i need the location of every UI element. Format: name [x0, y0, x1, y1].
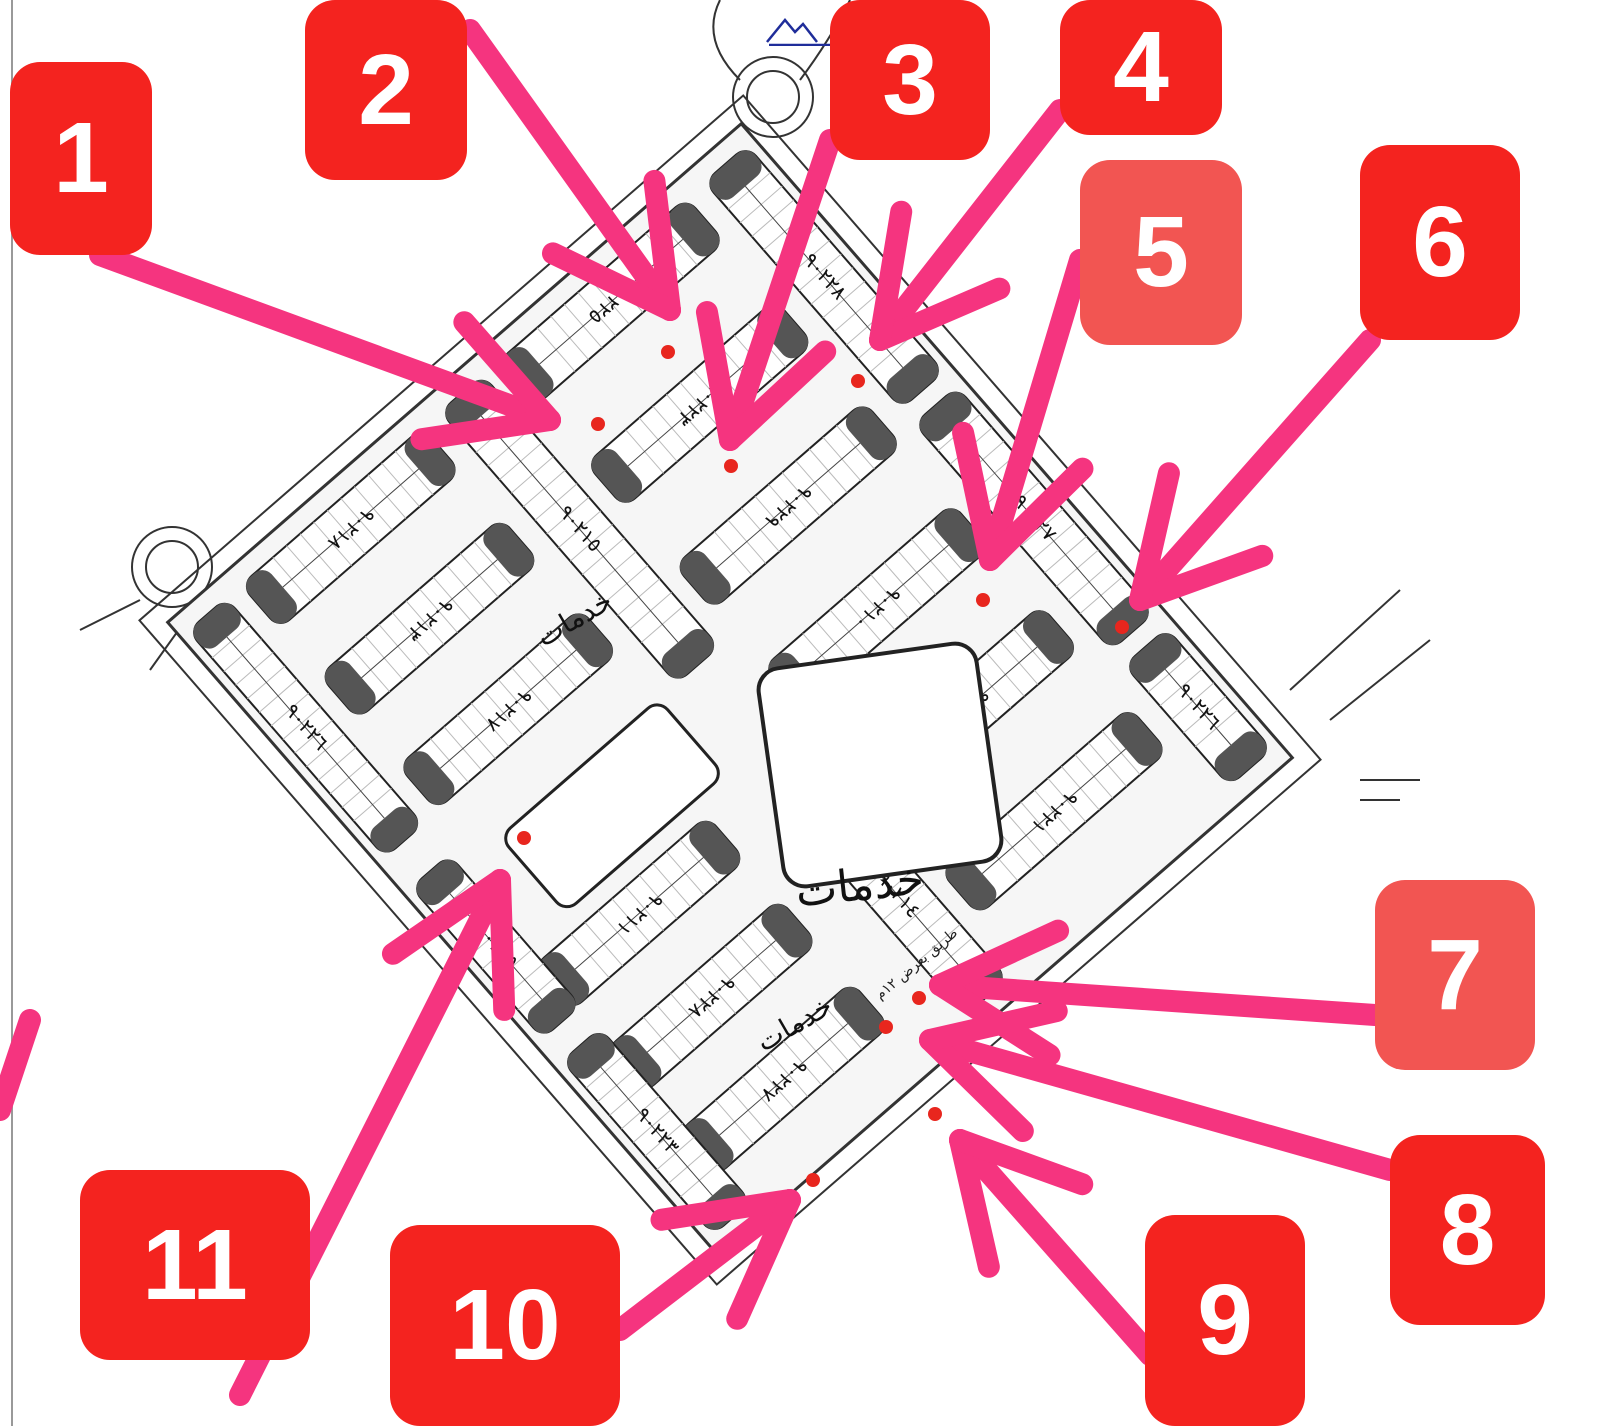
plot-block: ٩٠٢١٣ — [324, 522, 535, 715]
marker-11: 11 — [80, 1170, 310, 1360]
logo — [765, 12, 835, 49]
services-plot — [756, 641, 1004, 889]
plot-block: ٩٠٢٢٩ — [679, 406, 897, 605]
plot-block: ٩٠٢١١ — [538, 820, 741, 1006]
outer-roads — [79, 0, 1431, 801]
marker-10: 10 — [390, 1225, 620, 1426]
arrow — [695, 129, 841, 451]
marker-5: 5 — [1080, 160, 1242, 345]
plot-dot — [851, 374, 865, 388]
plot-dot — [661, 345, 675, 359]
plot-dot — [806, 1173, 820, 1187]
marker-4: 4 — [1060, 0, 1222, 135]
arrow — [919, 1000, 1401, 1181]
plot-dot — [591, 417, 605, 431]
marker-7: 7 — [1375, 880, 1535, 1070]
arrow — [0, 1009, 41, 1121]
plot-dot — [879, 1020, 893, 1034]
plot-dot — [724, 459, 738, 473]
marker-8: 8 — [1390, 1135, 1545, 1325]
plot-block: ٩٠٢٢٣ — [567, 1032, 747, 1230]
marker-9: 9 — [1145, 1215, 1305, 1426]
arrow — [929, 919, 1386, 1067]
plot-block: ٩٠٢١٨ — [245, 432, 456, 624]
arrow — [1129, 329, 1381, 611]
logo-pyramids-icon — [766, 18, 831, 47]
plot-block: ٩٠٢٢٧ — [682, 986, 885, 1172]
arrow — [609, 1189, 801, 1341]
arrow — [952, 249, 1094, 571]
marker-2: 2 — [305, 0, 467, 180]
plot-block: ٩٠٢١٠ — [768, 508, 986, 707]
arrow — [89, 244, 561, 451]
plot-dot — [928, 1107, 942, 1121]
marker-6: 6 — [1360, 145, 1520, 340]
plot-block: ٩٠٢٢٦ — [1129, 633, 1267, 782]
services-main — [504, 703, 720, 909]
plot-dot — [912, 991, 926, 1005]
marker-1: 1 — [10, 62, 152, 255]
plot-block: ٩٠٢٢١ — [945, 712, 1163, 911]
marker-3: 3 — [830, 0, 990, 160]
arrows — [0, 19, 1401, 1406]
plot-dot — [976, 593, 990, 607]
arrow — [459, 19, 681, 321]
plot-dots — [517, 345, 1129, 1187]
arrow — [869, 99, 1071, 351]
plot-block: ٩٠٢١٧ — [403, 613, 614, 806]
plot-dot — [517, 831, 531, 845]
arrow — [949, 1129, 1161, 1366]
plot-dot — [1115, 620, 1129, 634]
